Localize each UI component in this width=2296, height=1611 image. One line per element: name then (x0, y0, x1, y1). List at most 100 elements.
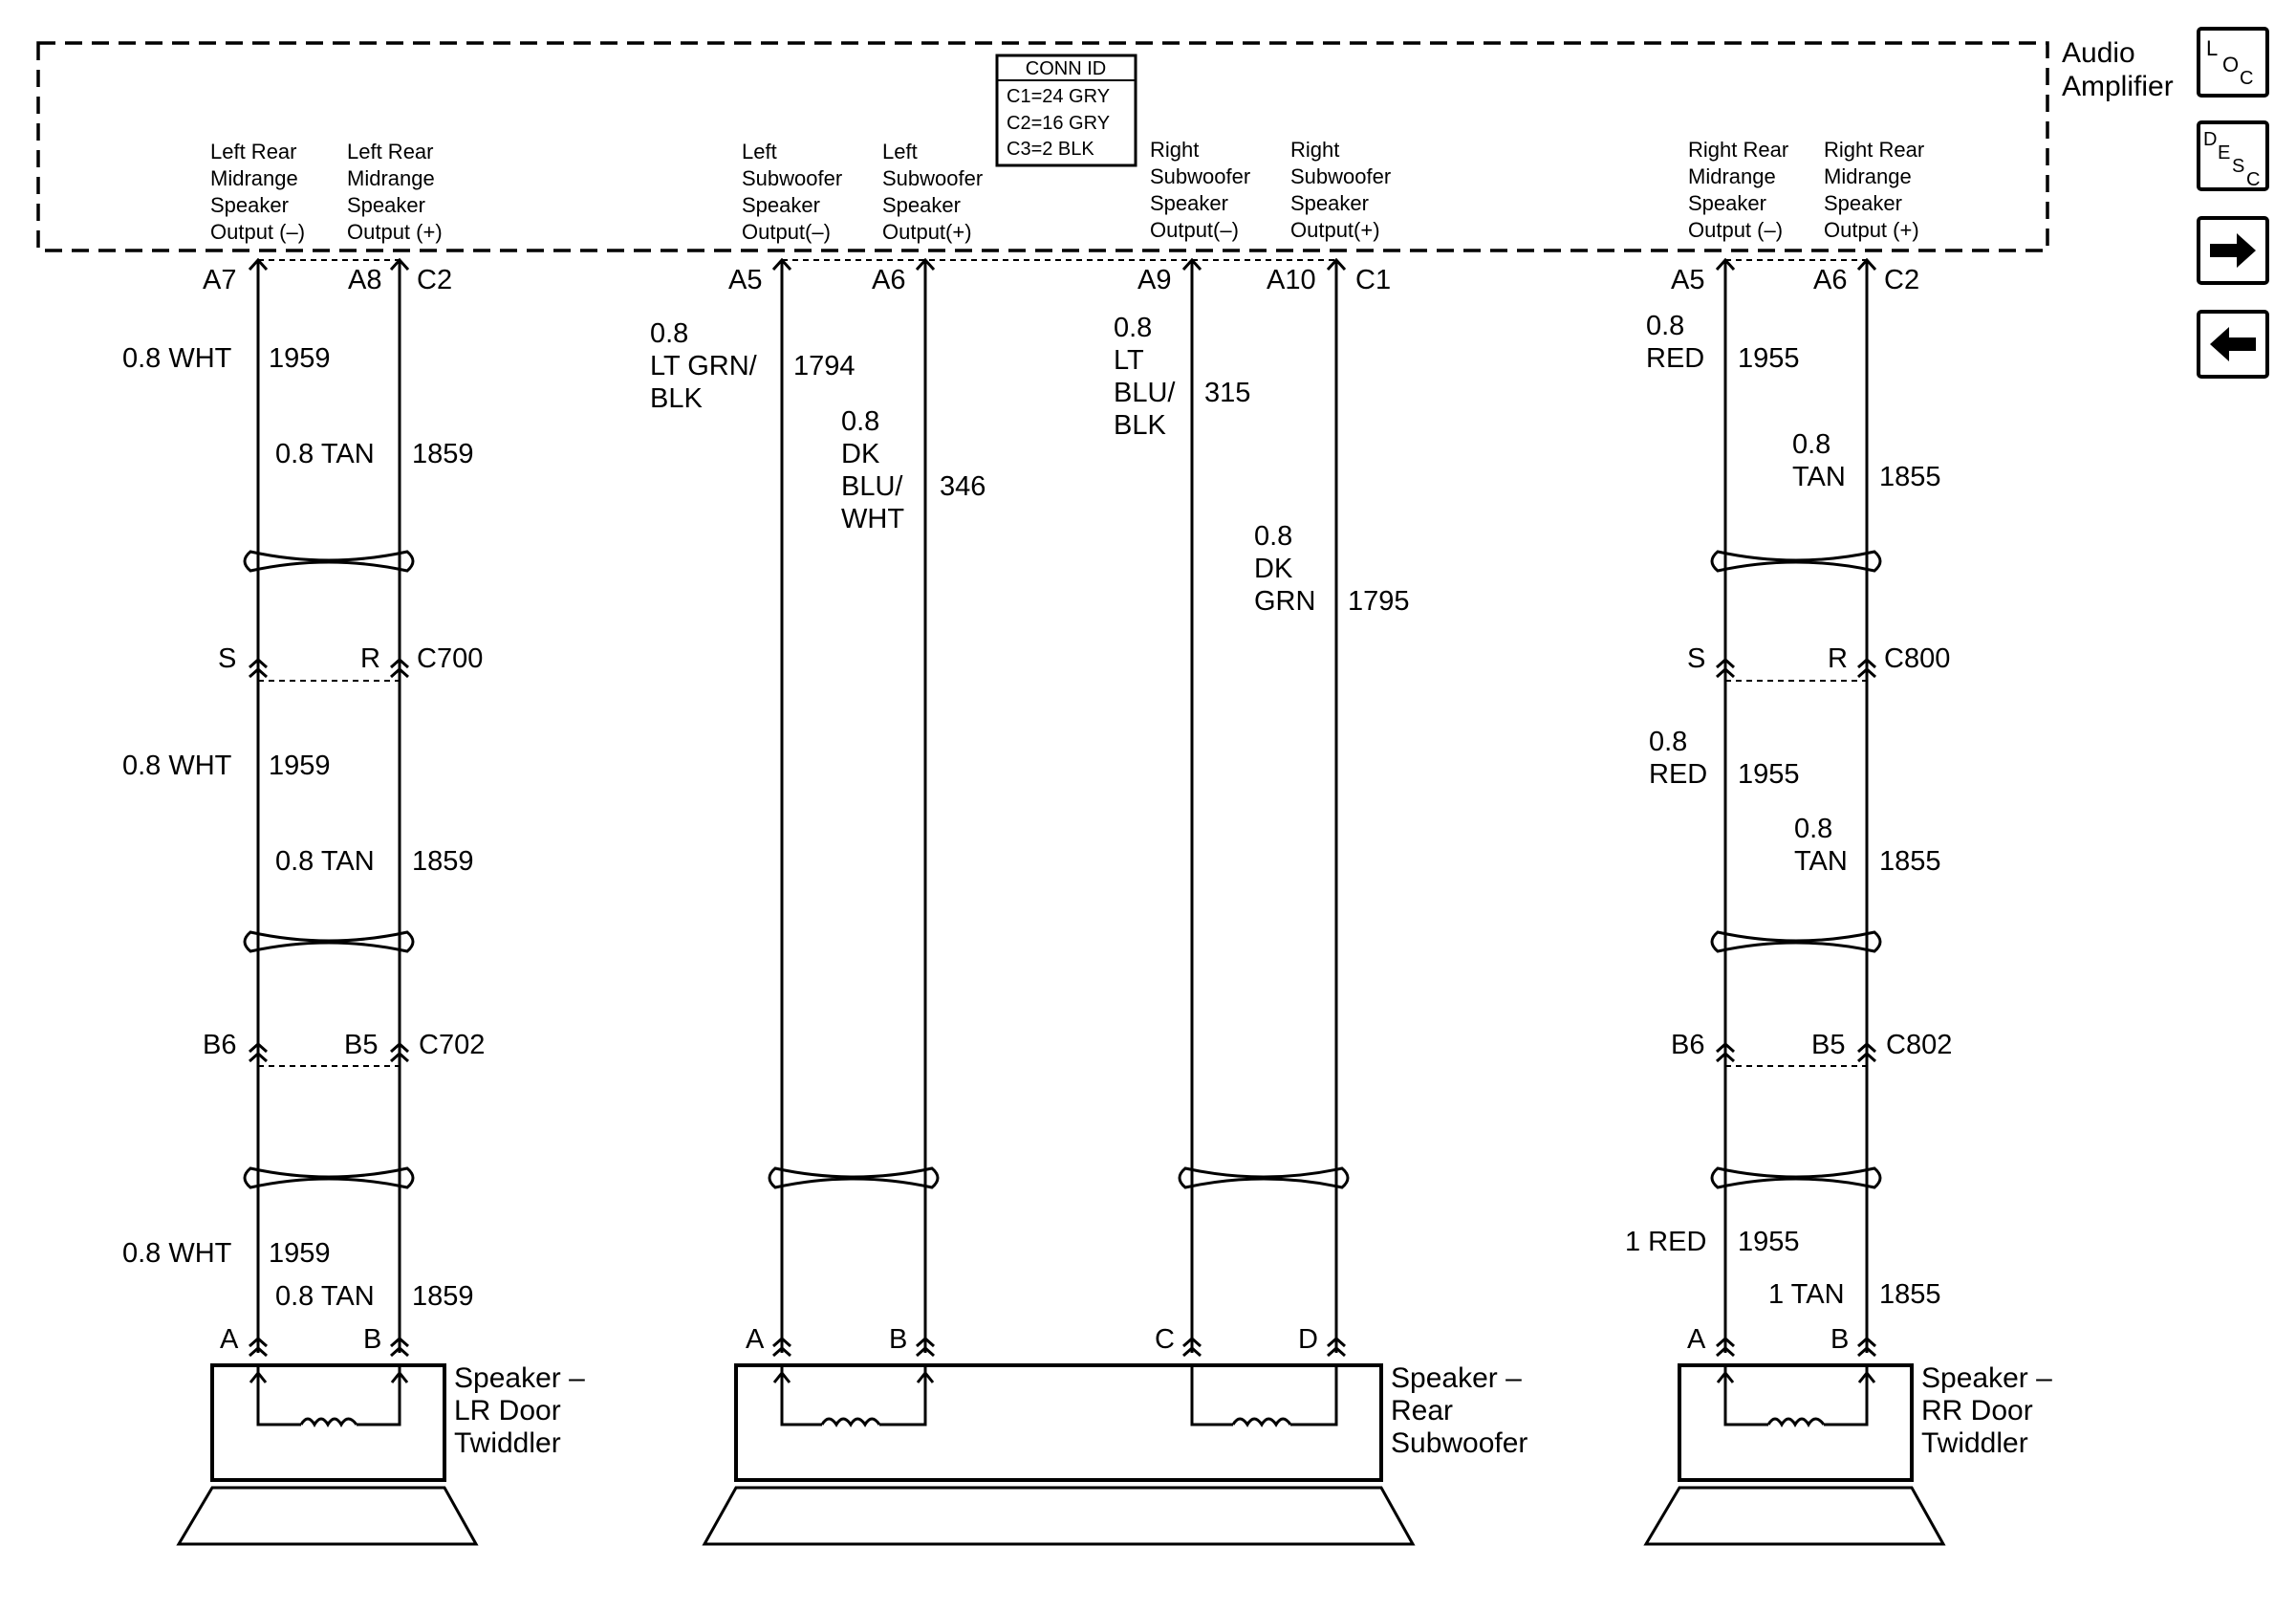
wire-color-label: 0.8 (1792, 429, 1830, 460)
pin-label: A (746, 1324, 765, 1355)
pin-label: B (889, 1324, 907, 1355)
svg-text:Right Rear: Right Rear (1688, 138, 1788, 162)
wire-color-label: 0.8 (1646, 311, 1684, 341)
wire-color-label: 0.8 TAN (275, 1281, 375, 1312)
speaker-name: RR Door (1921, 1395, 2033, 1426)
svg-text:Subwoofer: Subwoofer (1290, 164, 1391, 188)
pin-label: S (1687, 643, 1705, 674)
speaker-name: Twiddler (1921, 1427, 2028, 1459)
svg-text:Speaker: Speaker (210, 193, 289, 217)
pin-label: B5 (1811, 1030, 1845, 1060)
svg-text:Output(–): Output(–) (742, 220, 831, 244)
pin-label: R (360, 643, 380, 674)
svg-text:Output(–): Output(–) (1150, 218, 1239, 242)
speaker-cone-icon (702, 1486, 1416, 1546)
svg-text:Speaker: Speaker (882, 193, 961, 217)
connector-label: C2 (417, 265, 452, 295)
circuit-number: 1855 (1879, 846, 1941, 877)
wire-color-label: DK (841, 439, 880, 469)
conn-id-header: CONN ID (1026, 58, 1106, 79)
circuit-number: 346 (940, 471, 986, 502)
circuit-number: 1955 (1738, 343, 1800, 374)
svg-text:Midrange: Midrange (210, 166, 298, 190)
svg-text:Speaker: Speaker (1150, 191, 1228, 215)
loc-button[interactable]: L O C (2197, 27, 2269, 98)
connector-label: C1 (1355, 265, 1391, 295)
pin-label: A10 (1267, 265, 1316, 295)
twisted-pair-mark (1178, 1166, 1350, 1189)
wire-color-label: LT GRN/ (650, 351, 758, 381)
circuit-number: 315 (1204, 378, 1250, 408)
wire-color-label: 0.8 TAN (275, 439, 375, 469)
svg-text:S: S (2232, 156, 2244, 177)
svg-text:O: O (2222, 53, 2239, 76)
pin-label: B (1830, 1324, 1849, 1355)
pin-label: A6 (1813, 265, 1847, 295)
connector-label: C2 (1884, 265, 1919, 295)
svg-text:Output(+): Output(+) (882, 220, 972, 244)
output-label-rr-neg: Right Rear Midrange Speaker Output (–) (1688, 138, 1788, 242)
circuit-number: 1955 (1738, 759, 1800, 790)
svg-text:Left Rear: Left Rear (347, 140, 434, 163)
speaker-rear-subwoofer: Speaker – Rear Subwoofer (702, 1362, 1527, 1546)
speaker-cone-icon (176, 1486, 479, 1546)
wire-color-label: BLU/ (1114, 378, 1176, 408)
svg-text:Midrange: Midrange (1688, 164, 1776, 188)
wire-color-label: 0.8 WHT (122, 751, 232, 781)
pin-label: B6 (1671, 1030, 1704, 1060)
svg-text:Output(+): Output(+) (1290, 218, 1380, 242)
speaker-name: LR Door (454, 1395, 561, 1426)
connector-label: C700 (417, 643, 483, 674)
circuit-number: 1795 (1348, 586, 1410, 617)
output-label-lr-neg: Left Rear Midrange Speaker Output (–) (210, 140, 305, 244)
svg-text:Output (+): Output (+) (347, 220, 443, 244)
svg-text:Subwoofer: Subwoofer (882, 166, 983, 190)
arrow-right-icon (2210, 233, 2256, 268)
svg-text:Output (–): Output (–) (210, 220, 305, 244)
wire-color-label: TAN (1794, 846, 1848, 877)
wire-color-label: GRN (1254, 586, 1315, 617)
svg-text:Speaker: Speaker (347, 193, 425, 217)
output-label-lr-pos: Left Rear Midrange Speaker Output (+) (347, 140, 443, 244)
speaker-rr-door-twiddler: Speaker – RR Door Twiddler (1643, 1362, 2052, 1546)
prev-arrow-button[interactable] (2197, 310, 2269, 379)
conn-id-row: C1=24 GRY (1007, 86, 1110, 107)
svg-text:C: C (2246, 169, 2260, 190)
pin-label: S (218, 643, 236, 674)
svg-text:E: E (2218, 142, 2230, 163)
pin-label: D (1298, 1324, 1318, 1355)
svg-text:Subwoofer: Subwoofer (1150, 164, 1250, 188)
connector-label: C702 (419, 1030, 485, 1060)
wire-color-label: 0.8 (1794, 814, 1832, 844)
svg-text:Speaker: Speaker (1688, 191, 1766, 215)
pin-label: A8 (348, 265, 381, 295)
pin-label: B (363, 1324, 381, 1355)
circuit-number: 1855 (1879, 1279, 1941, 1310)
output-label-rs-neg: Right Subwoofer Speaker Output(–) (1150, 138, 1250, 242)
pin-label: A9 (1137, 265, 1171, 295)
twisted-pair-mark (243, 550, 415, 573)
twisted-pair-mark (768, 1166, 940, 1189)
output-label-rs-pos: Right Subwoofer Speaker Output(+) (1290, 138, 1391, 242)
wire-color-label: 0.8 (1254, 521, 1292, 552)
svg-text:Output (+): Output (+) (1824, 218, 1919, 242)
pin-label: A (1687, 1324, 1706, 1355)
wire-color-label: BLU/ (841, 471, 903, 502)
speaker-name: Rear (1391, 1395, 1453, 1426)
svg-text:Right: Right (1290, 138, 1339, 162)
speaker-name: Twiddler (454, 1427, 561, 1459)
next-arrow-button[interactable] (2197, 216, 2269, 285)
speaker-name: Speaker – (1921, 1362, 2052, 1394)
speaker-lr-door-twiddler: Speaker – LR Door Twiddler (176, 1362, 585, 1546)
wire-color-label: 1 RED (1625, 1227, 1706, 1257)
wire-color-label: 0.8 WHT (122, 343, 232, 374)
speaker-name: Speaker – (1391, 1362, 1522, 1394)
pin-label: A6 (872, 265, 905, 295)
output-label-ls-pos: Left Subwoofer Speaker Output(+) (882, 140, 983, 244)
pin-label: A5 (728, 265, 762, 295)
circuit-number: 1859 (412, 1281, 474, 1312)
speaker-name: Speaker – (454, 1362, 585, 1394)
conn-id-row: C3=2 BLK (1007, 139, 1094, 160)
desc-button[interactable]: D E S C (2197, 120, 2269, 191)
